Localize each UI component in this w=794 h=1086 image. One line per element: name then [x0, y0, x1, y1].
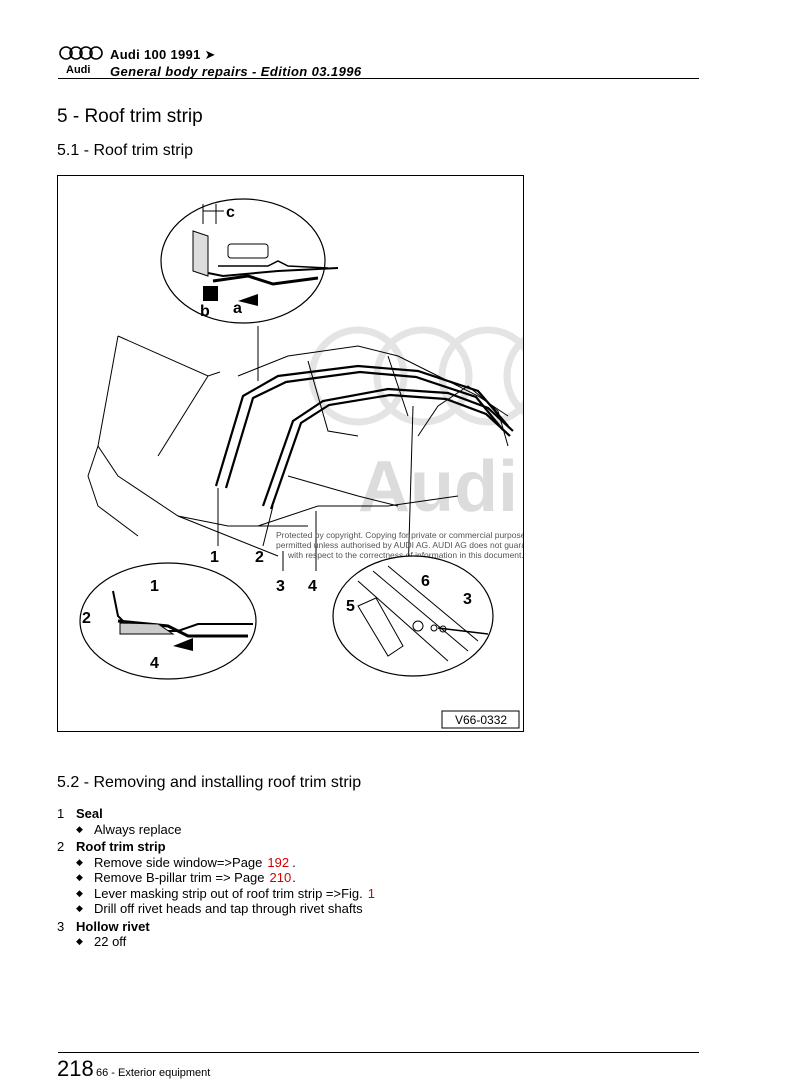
step: ◆ Drill off rivet heads and tap through … — [57, 901, 697, 917]
audi-logo-text: Audi — [66, 64, 90, 76]
detail-top — [160, 198, 339, 324]
detail-callout-4: 4 — [150, 655, 159, 672]
step-text: Always replace — [94, 821, 182, 837]
copyright-line-1: Protected by copyright. Copying for priv… — [276, 530, 524, 540]
header-divider — [58, 78, 699, 79]
callout-2: 2 — [255, 549, 264, 566]
figure-link-1[interactable]: 1 — [367, 885, 376, 901]
page-link-192[interactable]: 192 — [267, 854, 290, 870]
step-text: Drill off rivet heads and tap through ri… — [94, 901, 363, 916]
diamond-bullet-icon: ◆ — [76, 872, 83, 882]
callout-b: b — [200, 303, 210, 320]
diamond-bullet-icon: ◆ — [76, 903, 83, 913]
diamond-bullet-icon: ◆ — [76, 856, 83, 867]
item-number: 3 — [57, 918, 65, 934]
item-label: Roof trim strip — [76, 839, 166, 854]
detail-bottom-right — [332, 555, 494, 677]
item-number: 1 — [57, 806, 65, 821]
detail-callout-3: 3 — [463, 591, 472, 608]
item-label: Seal — [76, 806, 103, 821]
step: ◆ Lever masking strip out of roof trim s… — [57, 886, 697, 902]
section-title: 5 - Roof trim strip — [57, 106, 203, 127]
diamond-bullet-icon: ◆ — [76, 936, 83, 946]
subsection-title-figure: 5.1 - Roof trim strip — [57, 142, 194, 159]
step-punct: . — [292, 870, 296, 885]
step: ◆ Remove B-pillar trim => Page 210 . — [57, 870, 697, 886]
diamond-bullet-icon: ◆ — [76, 823, 83, 834]
item-seal: 1 Seal — [57, 806, 697, 822]
step: ◆ 22 off — [57, 934, 697, 950]
step-text: Remove side window=>Page — [94, 854, 263, 870]
procedure-list: 1 Seal ◆ Always replace 2 Roof trim stri… — [57, 806, 697, 950]
diamond-bullet-icon: ◆ — [76, 887, 83, 898]
step-text: 22 off — [94, 934, 127, 949]
callout-4: 4 — [308, 578, 317, 595]
roof-trim-strip-figure: Audi — [57, 175, 524, 732]
item-label: Hollow rivet — [76, 918, 150, 934]
watermark-logo-text: Audi — [358, 447, 518, 527]
copyright-line-2: permitted unless authorised by AUDI AG. … — [276, 540, 524, 550]
roof-trim-strips — [214, 364, 514, 510]
item-roof-trim-strip: 2 Roof trim strip — [57, 839, 697, 855]
step-text: Remove B-pillar trim => Page — [94, 870, 265, 885]
document-title: Audi 100 1991 ➤ — [110, 47, 216, 62]
callout-c: c — [226, 204, 235, 221]
audi-rings-logo: Audi — [58, 46, 104, 78]
page-link-210[interactable]: 210 — [269, 870, 292, 885]
copyright-line-3: with respect to the correctness of infor… — [287, 550, 524, 560]
callout-1: 1 — [210, 549, 219, 566]
callout-a: a — [233, 300, 242, 317]
detail-callout-1: 1 — [150, 578, 159, 595]
detail-callout-2: 2 — [82, 610, 91, 627]
subsection-title-procedure: 5.2 - Removing and installing roof trim … — [57, 774, 362, 791]
item-hollow-rivet: 3 Hollow rivet — [57, 919, 697, 935]
step-text: Lever masking strip out of roof trim str… — [94, 885, 363, 901]
detail-callout-6: 6 — [421, 573, 430, 590]
leader-lines — [217, 405, 414, 577]
page-number: 218 — [57, 1056, 94, 1081]
detail-callout-5: 5 — [346, 598, 355, 615]
step: ◆ Always replace — [57, 822, 697, 838]
footer-divider — [58, 1052, 699, 1053]
callout-3: 3 — [276, 578, 285, 595]
item-number: 2 — [57, 839, 65, 854]
step-punct: . — [292, 854, 296, 870]
car-outline — [87, 335, 509, 557]
chapter-label: 66 - Exterior equipment — [96, 1067, 211, 1079]
document-subtitle: General body repairs - Edition 03.1996 — [110, 64, 362, 79]
step: ◆ Remove side window=>Page 192 . — [57, 855, 697, 871]
detail-bottom-left — [79, 562, 257, 680]
figure-code: V66-0332 — [455, 713, 507, 727]
